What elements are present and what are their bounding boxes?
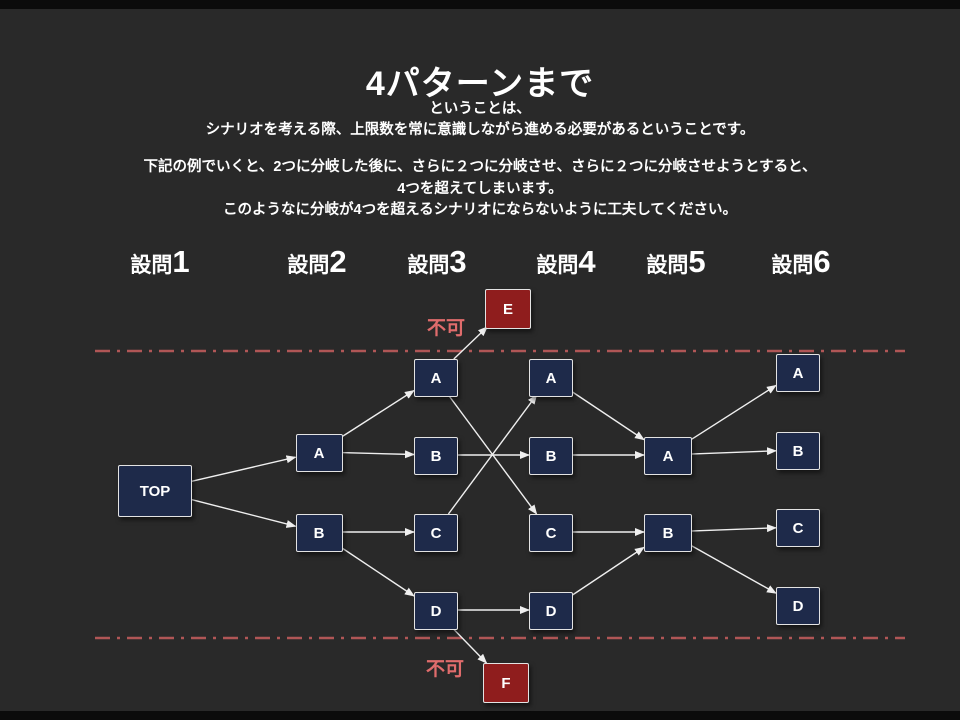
node-C6: C (776, 509, 820, 547)
edge-A2-B3 (340, 450, 415, 459)
column-header-number: 1 (172, 244, 190, 279)
column-header-number: 3 (449, 244, 467, 279)
body-text: 下記の例でいくと、2つに分岐した後に、さらに２つに分岐させ、さらに２つに分岐させ… (0, 157, 960, 222)
edge-A5-B6 (689, 447, 777, 456)
node-B6: B (776, 432, 820, 470)
column-header-number: 5 (688, 244, 706, 279)
column-header-label: 設問 (646, 254, 689, 277)
node-D4: D (529, 592, 573, 630)
node-B3: B (414, 437, 458, 475)
slide-title: 4パターンまで (365, 65, 595, 103)
node-E: E (485, 289, 531, 329)
body-line-1: 下記の例でいくと、2つに分岐した後に、さらに２つに分岐させ、さらに２つに分岐させ… (143, 159, 817, 175)
node-TOP: TOP (118, 465, 192, 517)
edge-D3-F (451, 627, 488, 664)
forbidden-label-2: 不可 (426, 659, 465, 680)
node-A6: A (776, 354, 820, 392)
node-C4: C (529, 514, 573, 552)
forbidden-label-1: 不可 (427, 318, 466, 339)
node-F: F (483, 663, 529, 703)
body-line-2: 4つを超えてしまいます。 (397, 180, 563, 197)
edge-B5-D6 (689, 544, 777, 594)
edge-TOP-B2 (189, 498, 297, 528)
edge-C3-A4 (447, 394, 538, 515)
edge-A3-E (453, 326, 488, 360)
edge-B5-C6 (689, 524, 777, 533)
column-header-label: 設問 (407, 254, 450, 277)
column-header-label: 設問 (130, 254, 173, 277)
intro-line-2: シナリオを考える際、上限数を常に意識しながら進める必要があるということです。 (205, 122, 755, 138)
intro-line-1: ということは、 (429, 101, 531, 117)
edge-A5-A6 (689, 384, 777, 441)
column-header-label: 設問 (536, 254, 579, 277)
edge-B2-D3 (340, 546, 415, 597)
column-header-number: 4 (578, 244, 596, 279)
bottom-border-bar (0, 711, 960, 720)
column-header-number: 6 (813, 244, 831, 279)
edge-D4-B5 (570, 546, 645, 597)
node-D6: D (776, 587, 820, 625)
node-A3: A (414, 359, 458, 397)
node-B2: B (295, 514, 343, 552)
node-A2: A (295, 434, 343, 472)
node-A5: A (644, 437, 692, 475)
top-border-bar (0, 0, 960, 9)
intro-text: ということは、 シナリオを考える際、上限数を常に意識しながら進める必要があるとい… (0, 99, 960, 141)
column-header-label: 設問 (287, 254, 330, 277)
column-header-label: 設問 (771, 254, 814, 277)
body-line-3: このようなに分岐が4つを超えるシナリオにならないように工夫してください。 (223, 202, 737, 218)
edge-A4-A5 (570, 390, 645, 441)
edge-A2-A3 (340, 389, 415, 439)
node-A4: A (529, 359, 573, 397)
column-header-number: 2 (329, 244, 347, 279)
edge-TOP-A2 (189, 455, 297, 483)
node-B5: B (644, 514, 692, 552)
node-C3: C (414, 514, 458, 552)
node-D3: D (414, 592, 458, 630)
node-B4: B (529, 437, 573, 475)
